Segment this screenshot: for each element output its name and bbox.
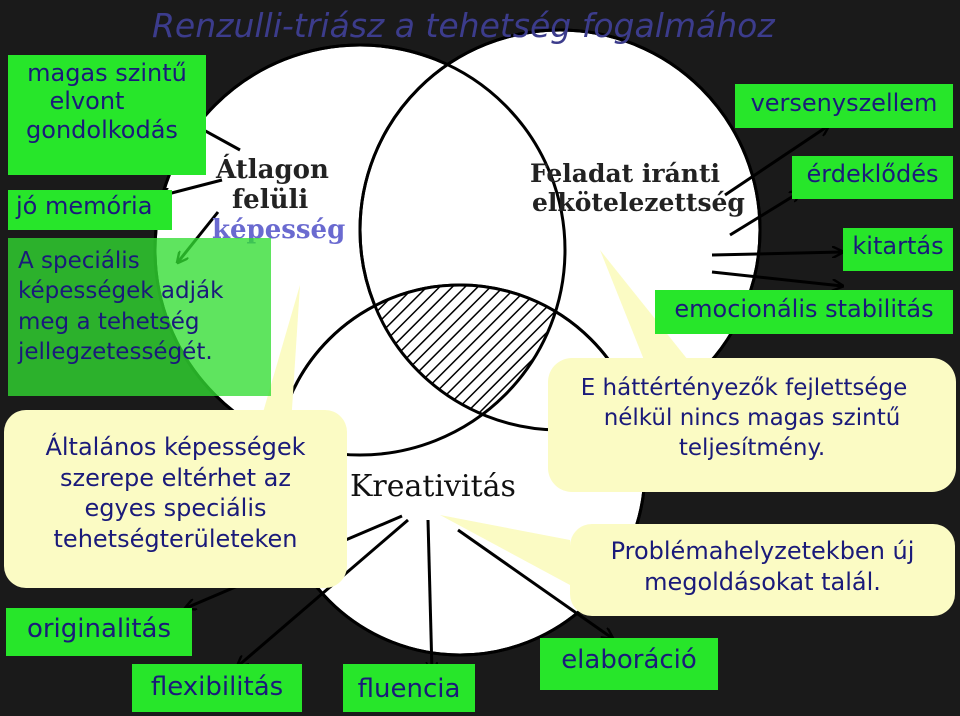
commitment-label: Feladat iránti elkötelezettség [530, 159, 745, 217]
ability-label: Átlagon felüli képesség [212, 155, 346, 245]
general-abilities-note: Általános képességek szerepe eltérhet az… [4, 410, 347, 588]
arrow-interest [729, 192, 800, 237]
arrow-elaboration [457, 528, 612, 638]
competition-box: versenyszellem [735, 84, 953, 128]
arrow-emotional [711, 270, 842, 286]
general-note-tail [255, 285, 300, 440]
interest-box: érdeklődés [792, 156, 953, 199]
creativity-label: Kreativitás [350, 469, 516, 504]
arrow-flexibility [238, 518, 409, 666]
abstract-thinking-box: magas szintű elvont gondolkodás [8, 55, 206, 175]
background-factors-note: E háttértényezők fejlettsége nélkül ninc… [548, 358, 956, 492]
special-abilities-box: A speciális képességek adják meg a tehet… [8, 238, 271, 396]
memory-box: jó memória [8, 190, 172, 230]
elaboration-box: elaboráció [540, 638, 718, 690]
originality-box: originalitás [6, 608, 192, 656]
fluency-box: fluencia [343, 664, 475, 712]
flexibility-box: flexibilitás [132, 664, 302, 712]
problem-note-tail [440, 515, 570, 585]
problem-solving-note: Problémahelyzetekben új megoldásokat tal… [570, 524, 955, 616]
background-note-tail [600, 250, 700, 375]
page-title: Renzulli-triász a tehetség fogalmához [152, 6, 775, 45]
arrow-fluency [428, 519, 432, 672]
arrow-persistence [711, 252, 842, 255]
emotional-stability-box: emocionális stabilitás [655, 290, 953, 334]
persistence-box: kitartás [843, 228, 953, 271]
arrow-competition [724, 126, 828, 197]
